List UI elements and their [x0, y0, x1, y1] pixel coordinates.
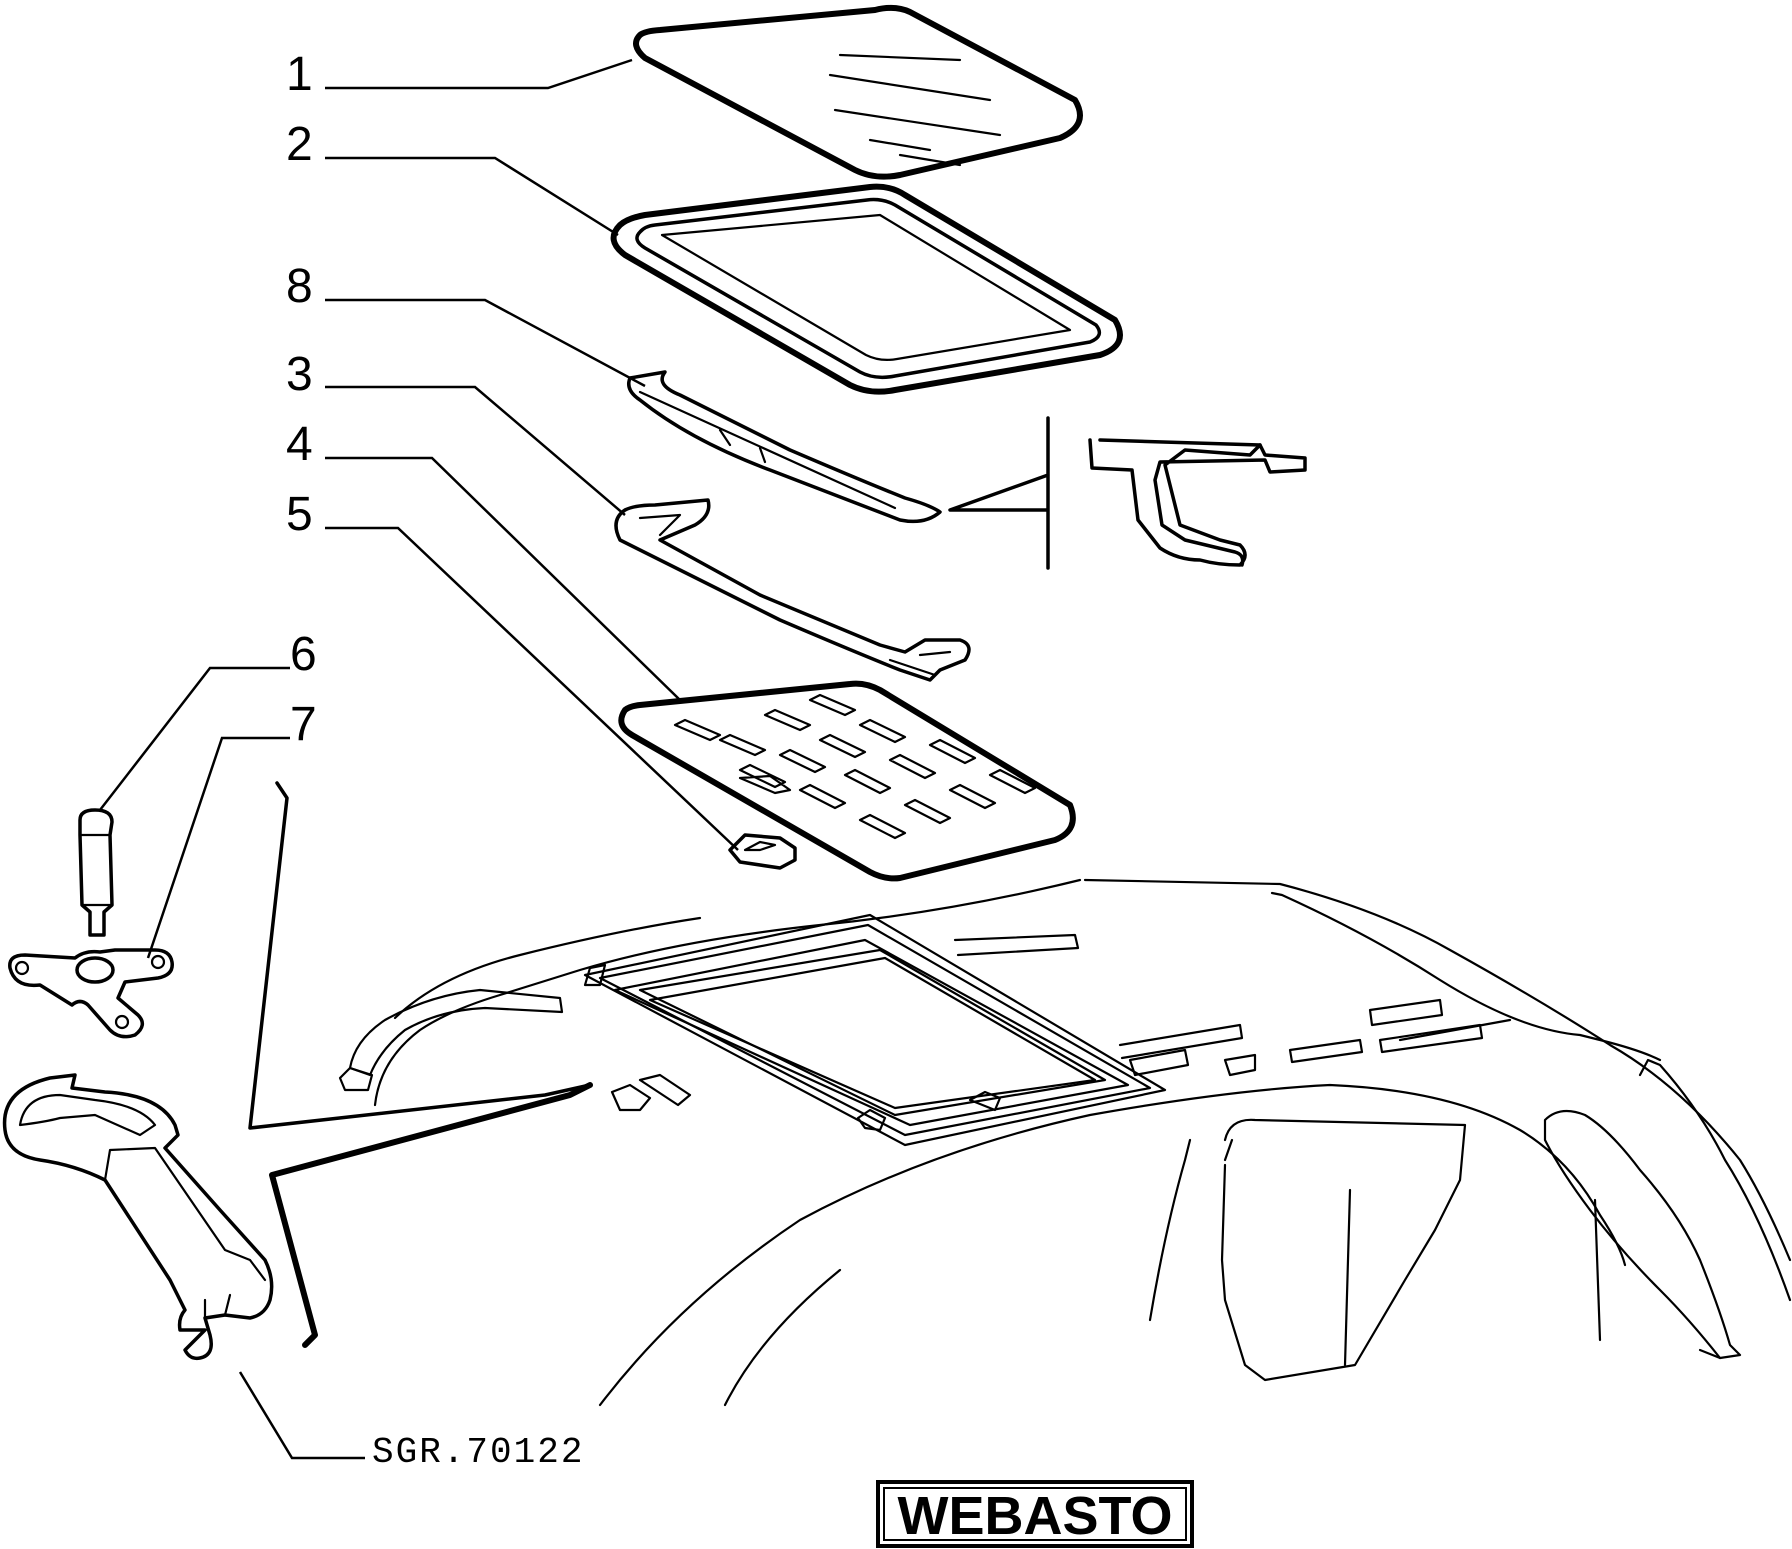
leader-2 — [325, 156, 619, 237]
callout-numbers: 1 2 8 3 4 5 6 7 — [286, 48, 317, 751]
car-roof-outline — [338, 878, 1792, 1407]
part-6-pin — [78, 808, 114, 937]
leader-4 — [325, 456, 681, 701]
crank-handle — [2, 1073, 274, 1361]
brand-box: WEBASTO — [876, 1480, 1194, 1548]
leader-8 — [325, 298, 646, 388]
location-pointer — [248, 781, 593, 1348]
callout-8: 8 — [286, 260, 313, 313]
part-3-guide-rail — [614, 498, 971, 682]
callout-7: 7 — [290, 698, 317, 751]
part-8-deflector-strip — [627, 370, 942, 524]
part-2-seal-frame — [610, 183, 1123, 395]
callout-2: 2 — [286, 118, 313, 171]
brand-label: WEBASTO — [897, 1486, 1172, 1546]
reference-code: SGR.70122 — [372, 1432, 584, 1473]
seal-cross-section-detail — [948, 416, 1307, 570]
callout-5: 5 — [286, 488, 313, 541]
leader-7 — [146, 736, 290, 959]
callout-6: 6 — [290, 628, 317, 681]
leader-1 — [325, 58, 633, 90]
part-1-glass-panel — [633, 4, 1083, 180]
callout-3: 3 — [286, 348, 313, 401]
leader-code — [238, 1371, 365, 1460]
callout-1: 1 — [286, 48, 313, 101]
leader-3 — [325, 385, 626, 516]
part-4-sunshade-panel — [618, 680, 1076, 882]
part-5-handle-clip — [728, 833, 797, 870]
leader-5 — [325, 526, 739, 851]
leader-lines — [99, 58, 739, 1460]
leader-6 — [99, 666, 290, 811]
part-7-bracket — [8, 948, 174, 1039]
callout-4: 4 — [286, 418, 313, 471]
